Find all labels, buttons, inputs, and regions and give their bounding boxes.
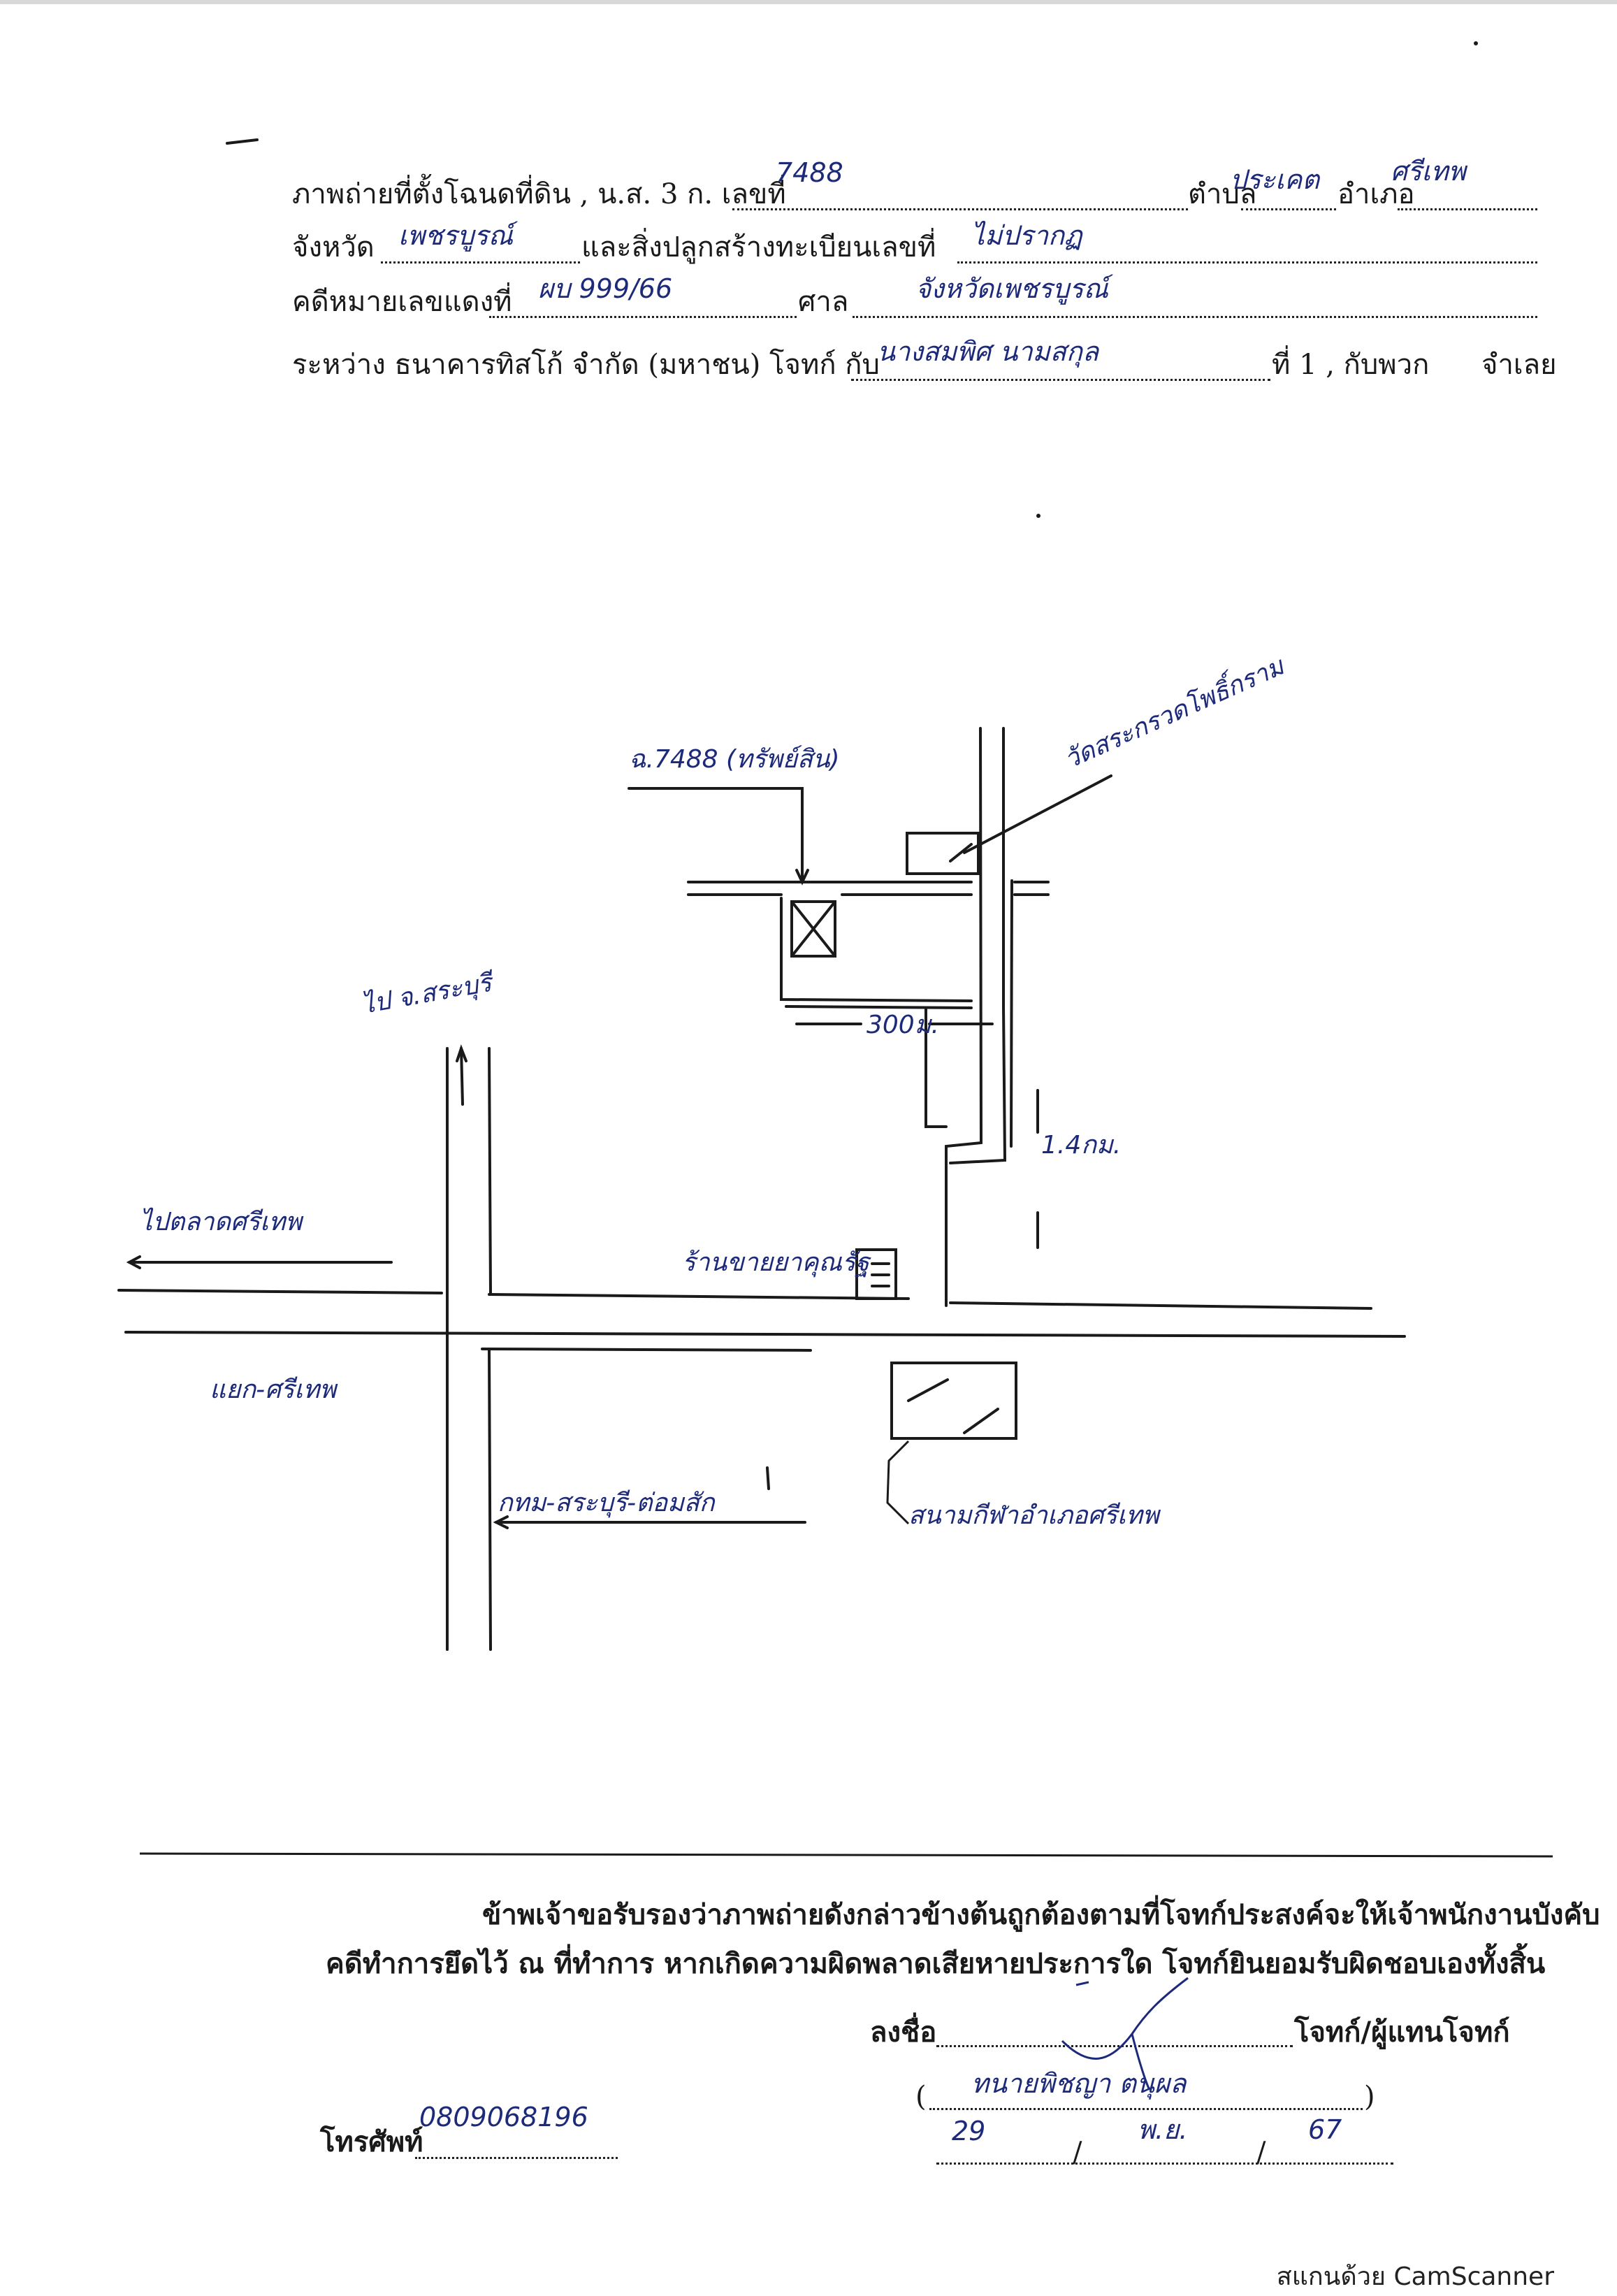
signer-name: ทนายพิชญา ตนุผล <box>971 2068 1187 2099</box>
phone-number: 0809068196 <box>419 2102 588 2132</box>
date-sep-2: / <box>1256 2137 1266 2169</box>
building-number: ไม่ปรากฏ <box>971 220 1082 251</box>
parties-label: ระหว่าง ธนาคารทิสโก้ จำกัด (มหาชน) โจทก์… <box>292 349 880 381</box>
road-left-east-edge-upper <box>488 1047 492 1294</box>
province-label: จังหวัด <box>292 231 375 263</box>
access-lane <box>780 897 973 1002</box>
date-sep-1: / <box>1073 2137 1082 2169</box>
phone-dotline <box>415 2157 618 2159</box>
deed-label: ภาพถ่ายที่ตั้งโฉนดที่ดิน , น.ส. 3 ก. เลข… <box>292 178 786 210</box>
plot-pointer-line <box>628 787 804 883</box>
corner-mark <box>226 138 259 145</box>
distance-1-4-label: 1.4กม. <box>1041 1131 1121 1160</box>
defendant-suffix: ที่ 1 , กับพวก <box>1272 349 1430 381</box>
name-dotline <box>929 2108 1363 2110</box>
court-value: จังหวัดเพชรบูรณ์ <box>915 273 1108 304</box>
road-right-east-edge <box>1010 879 1013 1148</box>
road-main-upper-mid <box>488 1293 910 1300</box>
to-saraburi-label: ไป จ.สระบุรี <box>359 967 497 1020</box>
certification-line-2: คดีทำการยึดไว้ ณ ที่ทำการ หากเกิดความผิด… <box>326 1948 1546 1980</box>
shop-box <box>855 1248 897 1300</box>
road-main-upper-right <box>949 1301 1372 1310</box>
province-value: เพชรบูรณ์ <box>398 220 514 251</box>
court-dotline <box>853 316 1537 318</box>
district-label: อำเภอ <box>1337 178 1415 210</box>
role-label: โจทก์/ผู้แทนโจทก์ <box>1294 2016 1510 2049</box>
date-year: 67 <box>1308 2114 1342 2145</box>
case-label: คดีหมายเลขแดงที่ <box>292 286 512 318</box>
to-bangkok-label: กทม-สระบุรี-ต่อมสัก <box>498 1489 716 1518</box>
stadium-label: สนามกีฬาอำเภอศรีเทพ <box>908 1501 1161 1530</box>
defendant-name: นางสมพิศ นามสกุล <box>877 336 1099 367</box>
sign-label: ลงชื่อ <box>870 2016 937 2049</box>
date-dotline <box>936 2163 1393 2165</box>
phone-label: โทรศัพท์ <box>320 2126 423 2158</box>
camscanner-watermark: สแกนด้วย CamScanner <box>1276 2262 1554 2291</box>
subdistrict-value: ประเคต <box>1230 164 1320 195</box>
defendant-dotline <box>851 379 1270 381</box>
certification-divider <box>139 1852 1553 1858</box>
subject-plot-box <box>790 900 836 958</box>
name-open-paren: ( <box>915 2081 927 2113</box>
case-number: ผบ 999/66 <box>538 273 673 304</box>
building-dotline <box>957 261 1537 263</box>
road-left-east-edge-lower <box>488 1348 492 1651</box>
road-right-mid-edge <box>949 727 1007 1164</box>
date-day: 29 <box>952 2116 986 2146</box>
temple-leader <box>963 774 1112 854</box>
court-label: ศาล <box>798 286 849 318</box>
road-main-upper-left <box>117 1289 443 1294</box>
province-dotline <box>381 261 580 263</box>
signature-mark <box>1061 1977 1189 2091</box>
sign-dotline <box>936 2045 1293 2047</box>
plot-label: ฉ.7488 (ทรัพย์สิน) <box>629 745 840 774</box>
district-value: ศรีเทพ <box>1391 156 1466 187</box>
certification-line-1: ข้าพเจ้าขอรับรองว่าภาพถ่ายดังกล่าวข้างต้… <box>482 1899 1600 1931</box>
building-label: และสิ่งปลูกสร้างทะเบียนเลขที่ <box>581 231 936 263</box>
road-main-lower <box>124 1331 1406 1338</box>
road-right-west-edge <box>945 727 983 1307</box>
defendant-role: จำเลย <box>1481 349 1557 381</box>
temple-label: วัดสระกรวดโพธิ์กราม <box>1058 647 1289 775</box>
case-dotline <box>489 316 797 318</box>
date-month: พ.ย. <box>1138 2114 1188 2145</box>
subdistrict-dotline <box>1241 208 1336 210</box>
to-market-label: ไปตลาดศรีเทพ <box>140 1207 304 1236</box>
deed-number: 7488 <box>776 157 843 188</box>
scan-top-edge <box>0 0 1617 4</box>
distance-300-label: 300ม. <box>866 1011 939 1039</box>
intersection-label: แยก-ศรีเทพ <box>210 1376 338 1404</box>
district-dotline <box>1398 208 1537 210</box>
subdistrict-label: ตำบล <box>1188 178 1257 210</box>
road-left-south-branch <box>481 1348 812 1352</box>
stadium-box <box>890 1362 1017 1440</box>
temple-box <box>906 832 980 875</box>
name-close-paren: ) <box>1364 2081 1375 2113</box>
deed-dotline <box>732 208 1188 210</box>
shop-label: ร้านขายยาคุณรัฐ <box>682 1248 871 1278</box>
